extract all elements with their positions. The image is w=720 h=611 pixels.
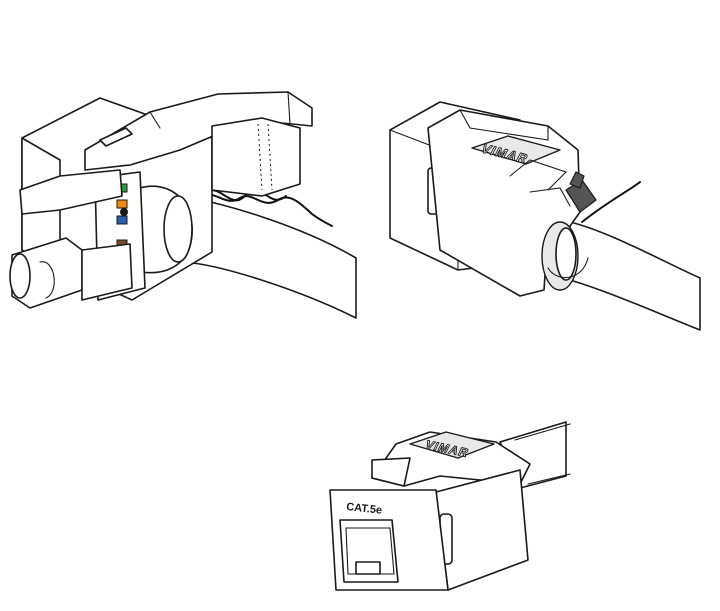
figure-finished-jack: VIMAR CAT.5e — [329, 421, 571, 591]
category-label: CAT.5e — [346, 501, 383, 517]
contact-blue — [116, 215, 128, 225]
top-lever — [84, 91, 313, 171]
brand-plate-3 — [409, 431, 495, 459]
cable-2 — [569, 221, 701, 331]
brand-plate-2 — [471, 135, 561, 165]
entry-cap — [211, 117, 301, 197]
cable-1 — [177, 195, 357, 319]
contact-orange — [116, 199, 128, 209]
figure-closed-connector: VIMAR — [389, 101, 701, 331]
figure-open-connector — [9, 91, 357, 319]
rj45-port[interactable] — [339, 519, 399, 583]
front-lever — [19, 169, 123, 215]
